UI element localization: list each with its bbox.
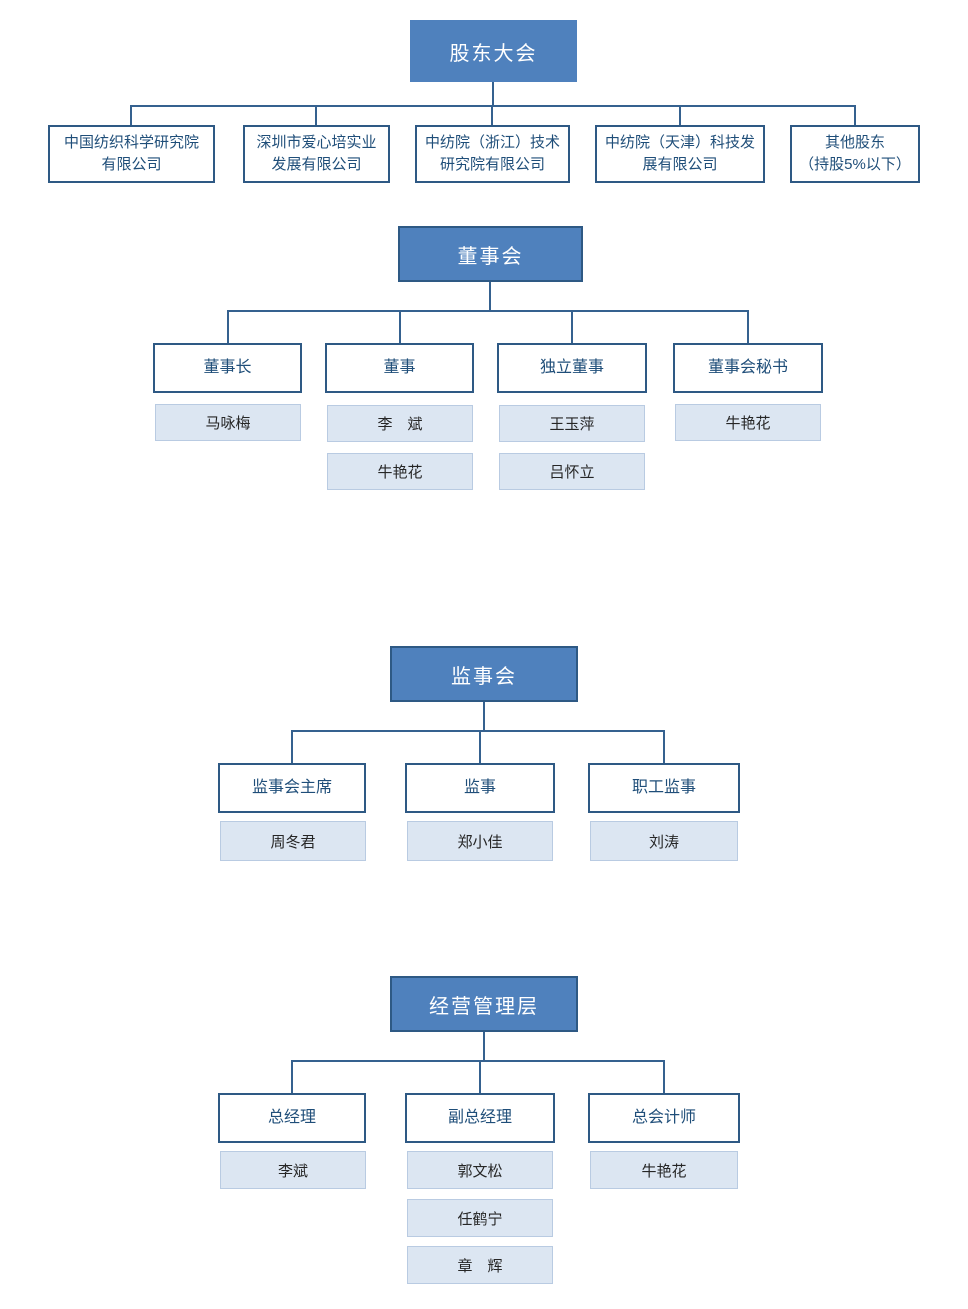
connector-s4-drop-3 <box>663 1060 665 1093</box>
node-management-team: 经营管理层 <box>390 976 578 1032</box>
shareholder-1-line-1: 中国纺织科学研究院 <box>63 133 199 151</box>
member-chief-accountant-1: 牛艳花 <box>590 1151 738 1189</box>
connector-s2-drop-2 <box>399 310 401 343</box>
shareholder-1-line-2: 有限公司 <box>101 156 162 173</box>
member-general-manager-1: 李斌 <box>220 1151 366 1189</box>
node-shareholder-3: 中纺院（浙江）技术 研究院有限公司 <box>415 125 570 183</box>
connector-s1-drop-3 <box>491 105 493 126</box>
member-board-secretary-1: 牛艳花 <box>675 404 821 441</box>
shareholder-3-line-1: 中纺院（浙江）技术 <box>424 133 560 151</box>
connector-s3-drop-2 <box>479 730 481 763</box>
connector-s3-rail <box>291 730 665 732</box>
member-independent-director-1: 王玉萍 <box>499 405 645 442</box>
node-role-employee-supervisor: 职工监事 <box>588 763 740 813</box>
node-role-supervisory-chairman: 监事会主席 <box>218 763 366 813</box>
connector-s2-stem <box>489 282 491 310</box>
connector-s4-drop-2 <box>479 1060 481 1093</box>
member-chairman-1: 马咏梅 <box>155 404 301 441</box>
shareholder-4-line-2: 展有限公司 <box>642 156 718 173</box>
member-deputy-general-manager-1: 郭文松 <box>407 1151 553 1189</box>
node-role-supervisor: 监事 <box>405 763 555 813</box>
member-supervisor-1: 郑小佳 <box>407 821 553 861</box>
member-deputy-general-manager-3: 章 辉 <box>407 1246 553 1284</box>
connector-s2-drop-4 <box>747 310 749 343</box>
member-independent-director-2: 吕怀立 <box>499 453 645 490</box>
node-shareholder-4: 中纺院（天津）科技发 展有限公司 <box>595 125 765 183</box>
connector-s2-rail <box>227 310 749 312</box>
member-employee-supervisor-1: 刘涛 <box>590 821 738 861</box>
member-deputy-general-manager-2: 任鹤宁 <box>407 1199 553 1237</box>
shareholder-5-line-2: （持股5%以下） <box>799 156 911 173</box>
node-shareholder-2: 深圳市爱心培实业 发展有限公司 <box>243 125 390 183</box>
connector-s2-drop-3 <box>571 310 573 343</box>
node-role-chairman: 董事长 <box>153 343 302 393</box>
connector-s1-drop-2 <box>315 105 317 126</box>
node-role-independent-director: 独立董事 <box>497 343 647 393</box>
connector-s4-rail <box>291 1060 665 1062</box>
connector-s3-drop-3 <box>663 730 665 763</box>
node-role-director: 董事 <box>325 343 474 393</box>
node-shareholder-5: 其他股东 （持股5%以下） <box>790 125 920 183</box>
connector-s3-stem <box>483 702 485 730</box>
member-supervisory-chairman-1: 周冬君 <box>220 821 366 861</box>
connector-s1-drop-4 <box>679 105 681 126</box>
shareholder-2-line-2: 发展有限公司 <box>271 156 362 173</box>
node-shareholders-meeting: 股东大会 <box>410 20 577 82</box>
connector-s1-drop-5 <box>854 105 856 126</box>
node-role-deputy-general-manager: 副总经理 <box>405 1093 555 1143</box>
shareholder-2-line-1: 深圳市爱心培实业 <box>256 133 377 151</box>
node-board-of-directors: 董事会 <box>398 226 583 282</box>
connector-s4-stem <box>483 1032 485 1060</box>
connector-s3-drop-1 <box>291 730 293 763</box>
node-role-board-secretary: 董事会秘书 <box>673 343 823 393</box>
connector-s1-drop-1 <box>130 105 132 126</box>
member-director-2: 牛艳花 <box>327 453 473 490</box>
node-role-general-manager: 总经理 <box>218 1093 366 1143</box>
node-shareholder-1: 中国纺织科学研究院 有限公司 <box>48 125 215 183</box>
shareholder-4-line-1: 中纺院（天津）科技发 <box>604 133 755 151</box>
member-director-1: 李 斌 <box>327 405 473 442</box>
connector-s1-rail <box>130 105 856 107</box>
connector-s4-drop-1 <box>291 1060 293 1093</box>
connector-s2-drop-1 <box>227 310 229 343</box>
node-supervisory-board: 监事会 <box>390 646 578 702</box>
shareholder-5-line-1: 其他股东 <box>824 133 885 151</box>
connector-s1-stem <box>492 82 494 105</box>
shareholder-3-line-2: 研究院有限公司 <box>439 156 545 173</box>
node-role-chief-accountant: 总会计师 <box>588 1093 740 1143</box>
